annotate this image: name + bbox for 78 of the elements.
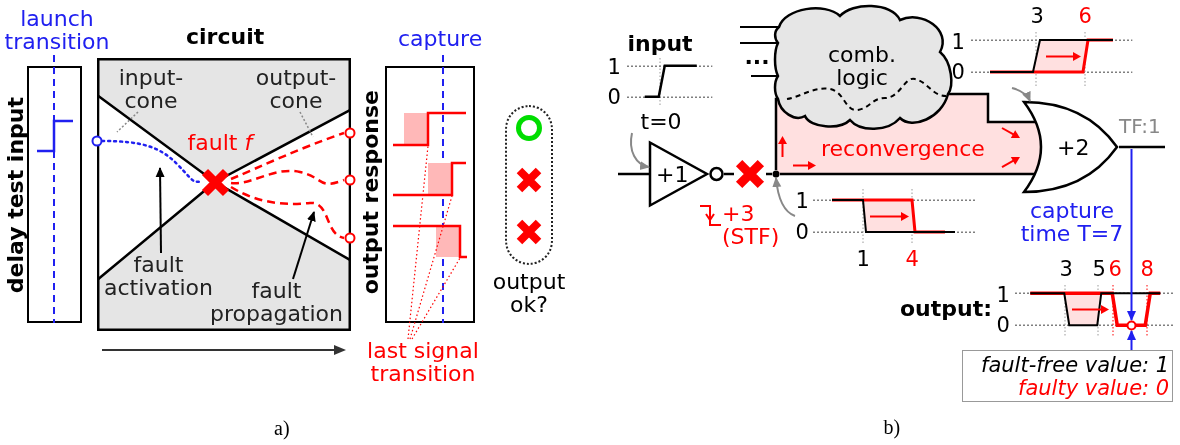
ellipsis-label: ... bbox=[744, 44, 770, 68]
ring-icon bbox=[344, 127, 356, 139]
wire bbox=[1119, 145, 1165, 149]
waveform-drawing bbox=[392, 162, 467, 196]
tick-label: 6 bbox=[1078, 5, 1092, 27]
tick-label: 1 bbox=[795, 190, 809, 212]
cross-icon bbox=[734, 158, 766, 190]
region-label: reconvergence bbox=[821, 136, 985, 160]
panel-label: b) bbox=[883, 416, 901, 438]
signal-path bbox=[230, 169, 345, 186]
ring-icon bbox=[344, 174, 356, 186]
leader-arrow bbox=[292, 211, 316, 280]
ring-icon bbox=[344, 232, 356, 244]
leader-line bbox=[116, 111, 139, 133]
tick-label: 1 bbox=[856, 248, 870, 270]
callout-label: output-cone bbox=[255, 66, 337, 112]
tick-label: 6 bbox=[1108, 258, 1122, 280]
callout-label: last signal transition bbox=[366, 339, 480, 385]
vertical-heading: output response bbox=[358, 90, 382, 295]
curved-arrow bbox=[629, 132, 650, 170]
arrow bbox=[1127, 330, 1136, 351]
curved-arrow bbox=[772, 177, 796, 217]
leader-line bbox=[407, 145, 429, 340]
leader-line bbox=[411, 257, 461, 340]
tick-label: t=0 bbox=[640, 109, 682, 133]
tick-label: 3 bbox=[1059, 258, 1073, 280]
value-box bbox=[962, 350, 1173, 402]
tick-label: 0 bbox=[607, 86, 621, 108]
box-heading: circuit bbox=[186, 24, 265, 48]
wire bbox=[766, 172, 772, 176]
vertical-heading: delay test input bbox=[3, 97, 27, 294]
tick-label: 4 bbox=[905, 248, 919, 270]
wire bbox=[739, 42, 779, 44]
fault-label: fault f bbox=[187, 130, 253, 154]
waveform-drawing bbox=[392, 225, 468, 258]
annotation-label: launch transition bbox=[3, 7, 111, 53]
waveform-drawing bbox=[392, 112, 467, 146]
tick-label: 0 bbox=[951, 61, 965, 83]
wire bbox=[724, 172, 734, 176]
value-text: faulty value: 0 bbox=[1018, 377, 1170, 399]
ring-icon bbox=[1126, 320, 1137, 331]
cloud-label: comb. logic bbox=[827, 43, 897, 89]
wire bbox=[948, 92, 1023, 124]
wire bbox=[750, 75, 779, 77]
tick-label: 8 bbox=[1140, 258, 1154, 280]
tick-label: 0 bbox=[996, 314, 1010, 336]
signal-path bbox=[100, 139, 202, 184]
wire bbox=[774, 97, 779, 170]
delay-label: +2 bbox=[1057, 135, 1090, 159]
cross-icon bbox=[200, 167, 231, 198]
tick-label: 1 bbox=[996, 284, 1010, 306]
leader-line bbox=[409, 195, 453, 340]
wire bbox=[739, 26, 780, 28]
junction-dot-icon bbox=[772, 170, 780, 178]
ring-icon bbox=[91, 135, 103, 147]
callout-label: input-cone bbox=[118, 66, 184, 112]
gate-annotation: TF:1 bbox=[1119, 115, 1161, 137]
wire bbox=[780, 172, 1023, 176]
tick-label: 5 bbox=[1092, 258, 1106, 280]
question-label: output ok? bbox=[491, 270, 567, 316]
delay-label: +1 bbox=[656, 162, 689, 186]
panel-label: a) bbox=[274, 417, 290, 439]
delay-label: +3 (STF) bbox=[722, 202, 780, 248]
annotation-label: capture bbox=[398, 26, 483, 50]
tick-label: 3 bbox=[1030, 5, 1044, 27]
waveform-heading: input bbox=[627, 31, 693, 55]
tick-label: 1 bbox=[607, 56, 621, 78]
signal-path bbox=[230, 131, 345, 181]
wire bbox=[618, 172, 649, 176]
curved-arrow bbox=[1011, 87, 1031, 102]
leader-line bbox=[299, 111, 314, 138]
value-text: fault-free value: 1 bbox=[981, 354, 1170, 376]
tick-label: 1 bbox=[951, 31, 965, 53]
leader-arrow bbox=[155, 167, 165, 254]
signal-path bbox=[230, 185, 345, 240]
waveform-heading: output: bbox=[900, 296, 993, 320]
tick-label: 0 bbox=[795, 221, 809, 243]
capture-arrow bbox=[1127, 148, 1136, 321]
